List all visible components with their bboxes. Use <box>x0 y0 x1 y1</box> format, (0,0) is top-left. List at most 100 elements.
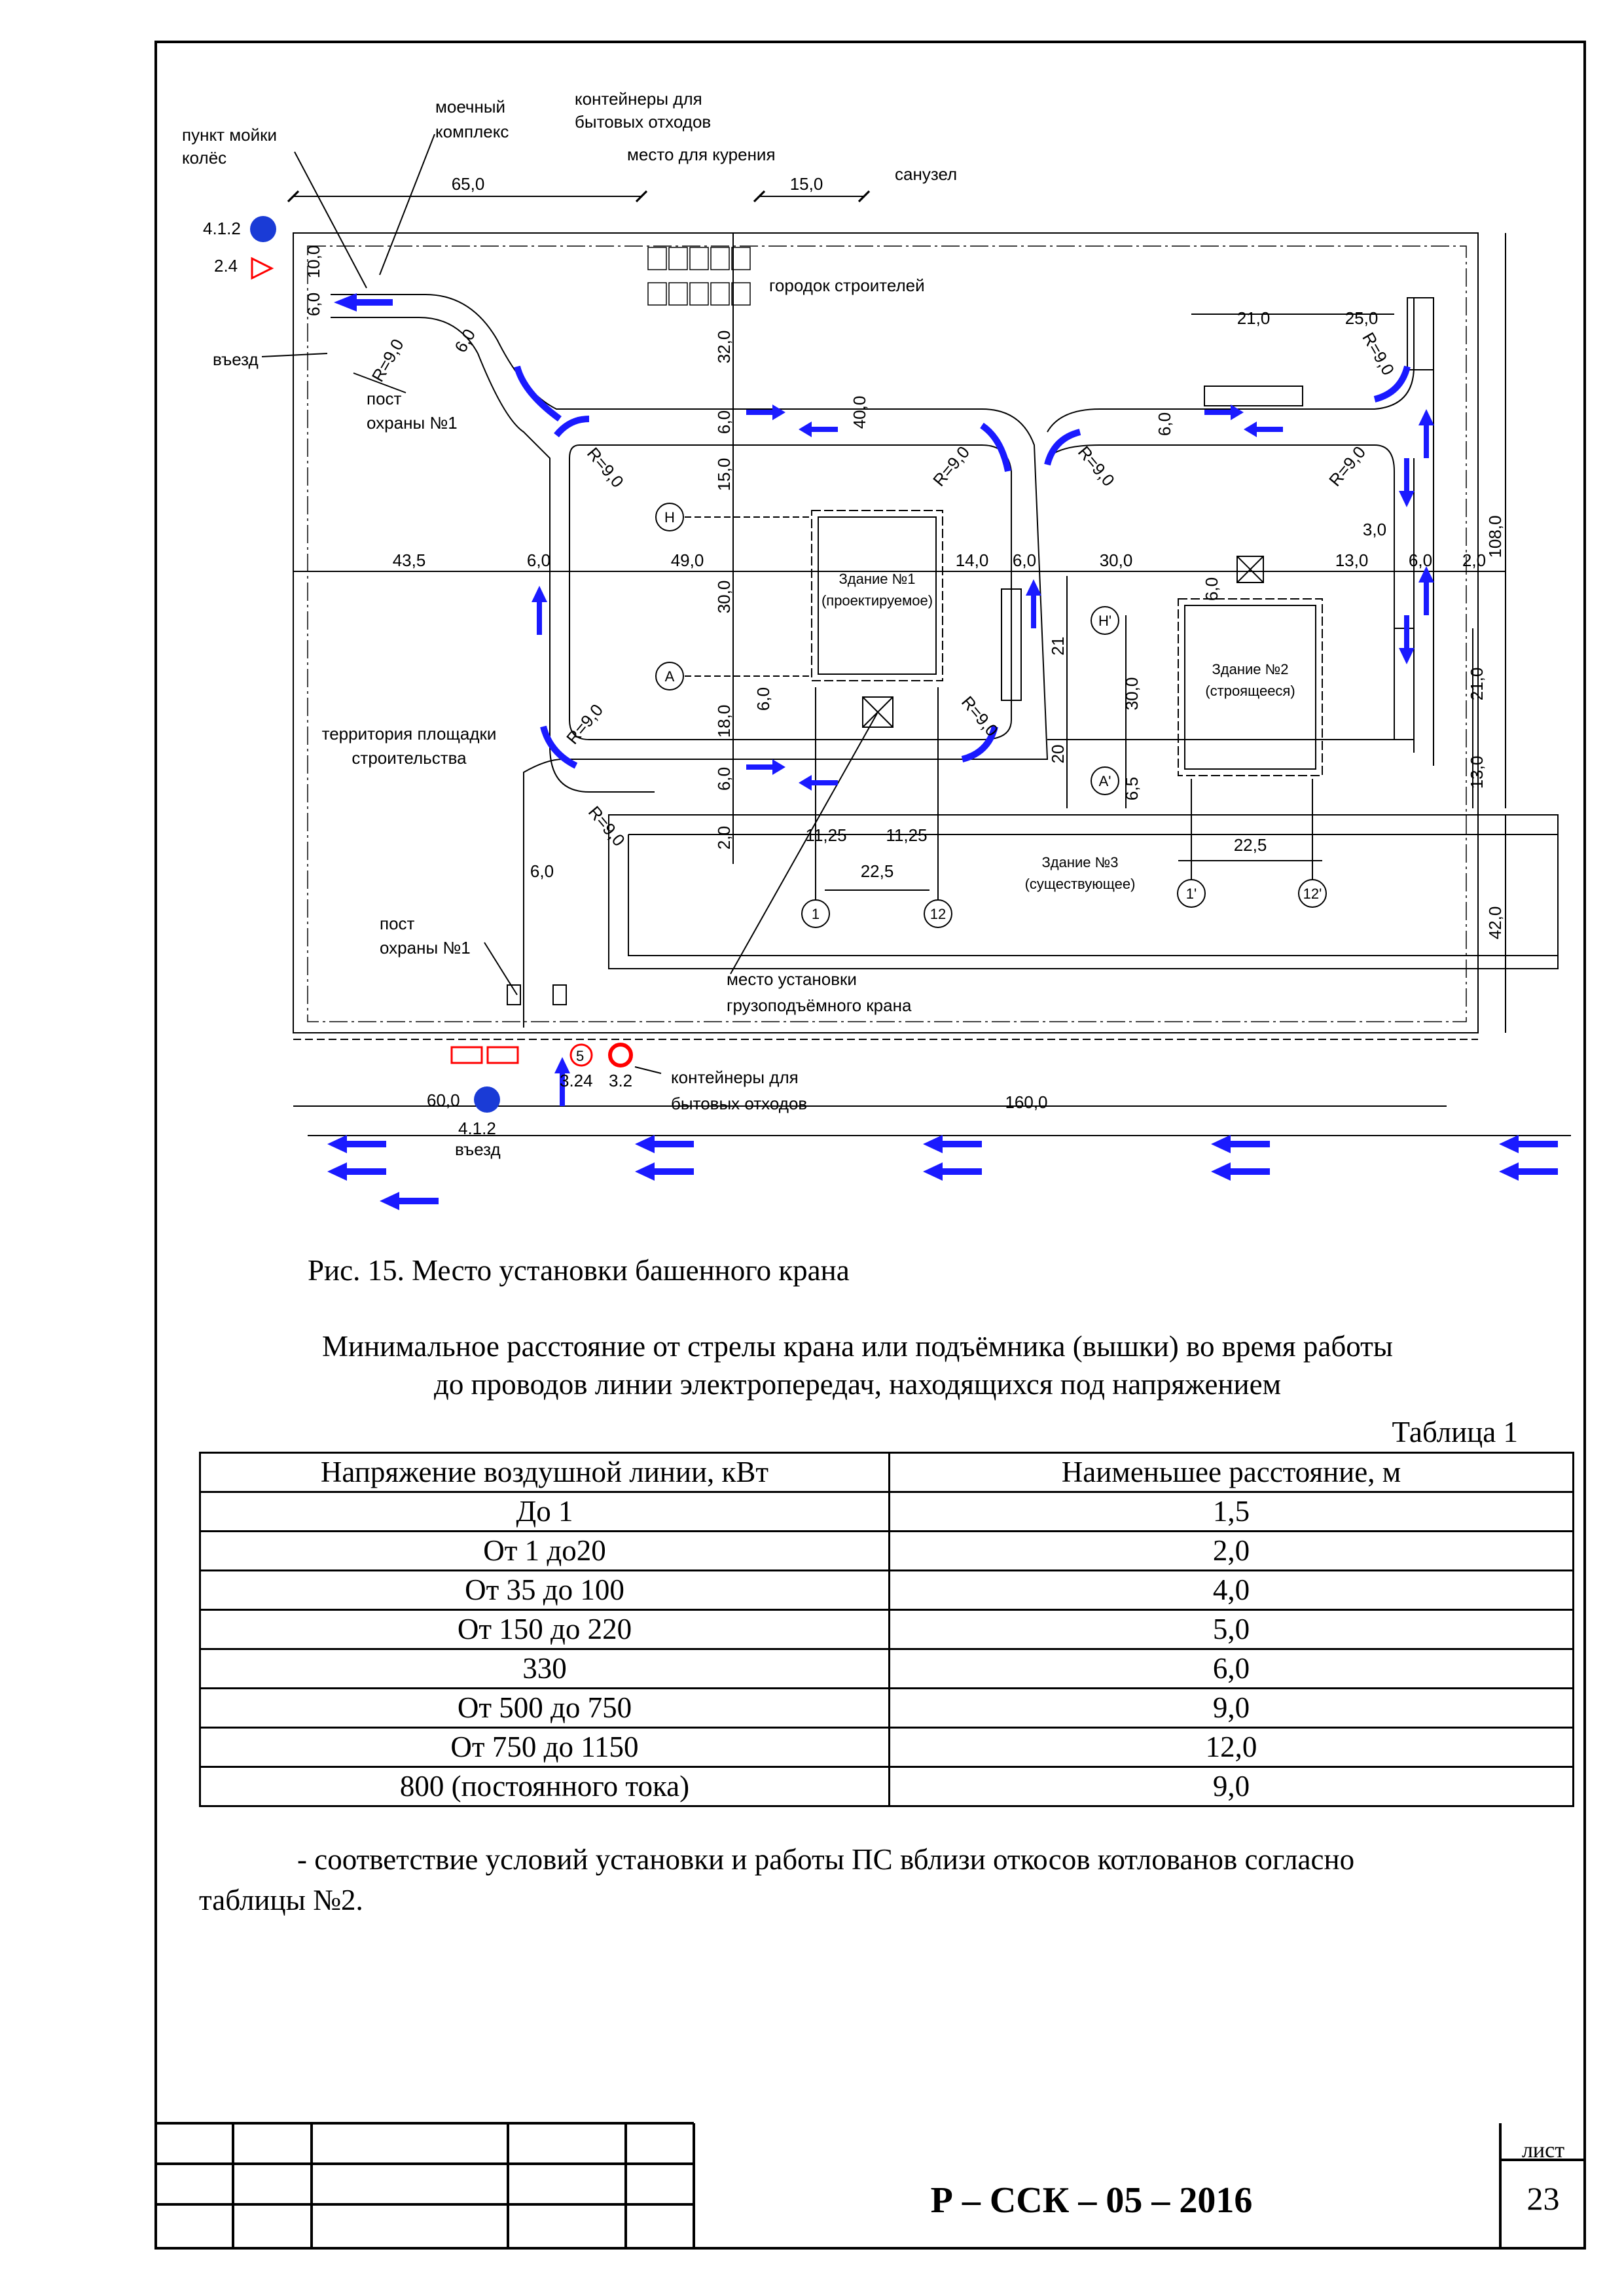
table-cell: 9,0 <box>888 1766 1574 1807</box>
label-building3-1: Здание №3 <box>1042 854 1119 870</box>
axis-1p: 1' <box>1186 886 1197 902</box>
label-guard-post-top-1: пост <box>367 389 402 408</box>
table-header-distance: Наименьшее расстояние, м <box>888 1452 1574 1493</box>
dim-21-b: 21,0 <box>1467 668 1487 701</box>
dim-6-h: 6,0 <box>753 687 773 711</box>
table-cell: От 500 до 750 <box>199 1687 890 1729</box>
sheet-label: лист <box>1521 2138 1565 2162</box>
label-smoking-place: место для курения <box>627 145 776 164</box>
dim-6-a: 6,0 <box>304 293 323 316</box>
table-cell: 9,0 <box>888 1687 1574 1729</box>
label-territory-2: строительства <box>352 748 467 768</box>
dim-160: 160,0 <box>1005 1092 1047 1112</box>
label-wheel-wash-2: колёс <box>182 148 226 168</box>
axis-12p: 12' <box>1303 886 1322 902</box>
dim-25: 25,0 <box>1345 308 1379 328</box>
dim-21: 21,0 <box>1237 308 1271 328</box>
dim-65: 65,0 <box>452 174 485 194</box>
paragraph-line1: - соответствие условий установки и работ… <box>297 1843 1355 1876</box>
table-header-row: Напряжение воздушной линии, кВт Наименьш… <box>199 1452 1574 1493</box>
axis-A1: А' <box>1099 773 1111 789</box>
table-cell: До 1 <box>199 1491 890 1532</box>
label-builders-town: городок строителей <box>769 276 925 295</box>
label-washing-complex-1: моечный <box>435 97 505 117</box>
sign-5: 5 <box>576 1048 584 1064</box>
dim-3: 3,0 <box>1363 520 1386 539</box>
sheet-number: 23 <box>1526 2180 1560 2217</box>
dim-6-d: 6,0 <box>1155 412 1174 436</box>
table-header-voltage: Напряжение воздушной линии, кВт <box>199 1452 890 1493</box>
sign-4-1-2-bottom: 4.1.2 <box>458 1119 496 1138</box>
label-entry-top: въезд <box>213 350 259 369</box>
sign-60: 60,0 <box>427 1090 460 1110</box>
site-plan: пункт мойки колёс моечный комплекс конте… <box>182 89 1571 1210</box>
table-heading-line1: Минимальное расстояние от стрелы крана и… <box>321 1330 1394 1363</box>
dim-6-c: 6,0 <box>714 410 734 434</box>
label-wheel-wash-1: пункт мойки <box>182 125 277 145</box>
label-building2-2: (строящееся) <box>1205 683 1295 699</box>
figure-caption: Рис. 15. Место установки башенного крана <box>308 1254 850 1287</box>
table-cell: 1,5 <box>888 1491 1574 1532</box>
table-cell: 2,0 <box>888 1530 1574 1571</box>
dim-11-25-a: 11,25 <box>805 825 846 845</box>
label-guard-post-top-2: охраны №1 <box>367 413 458 433</box>
table-cell: 12,0 <box>888 1727 1574 1768</box>
dim-6-i: 6,0 <box>714 767 734 791</box>
label-toilet: санузел <box>895 164 957 184</box>
label-crane-place-2: грузоподъёмного крана <box>727 996 912 1015</box>
label-containers-bottom-2: бытовых отходов <box>671 1094 807 1113</box>
axis-A: А <box>665 668 675 685</box>
label-guard-post-bottom-2: охраны №1 <box>380 938 471 958</box>
axis-H1: Н' <box>1098 613 1111 629</box>
paragraph-line2: таблицы №2. <box>199 1884 363 1916</box>
document-code: Р – ССК – 05 – 2016 <box>930 2180 1253 2221</box>
table-cell: От 150 до 220 <box>199 1609 890 1650</box>
dim-21-v: 21 <box>1048 637 1068 656</box>
dim-6-g: 6,0 <box>1409 550 1432 570</box>
table-cell: 800 (постоянного тока) <box>199 1766 890 1807</box>
sign-4-1-2-top: 4.1.2 <box>203 219 241 238</box>
sign-2-4: 2.4 <box>214 256 238 276</box>
label-crane-place-1: место установки <box>727 969 857 989</box>
label-containers-top-2: бытовых отходов <box>575 112 711 132</box>
dim-15-v: 15,0 <box>714 458 734 492</box>
dim-13: 13,0 <box>1335 550 1369 570</box>
dim-30-b: 30,0 <box>1122 677 1142 711</box>
dim-108: 108,0 <box>1485 515 1505 558</box>
label-building2-1: Здание №2 <box>1212 661 1289 677</box>
sign-3-24: 3.24 <box>560 1071 593 1090</box>
axis-12: 12 <box>930 906 946 922</box>
dim-6-j: 6,0 <box>1202 577 1221 601</box>
table-cell: 6,0 <box>888 1648 1574 1689</box>
label-containers-top-1: контейнеры для <box>575 89 702 109</box>
label-containers-bottom-1: контейнеры для <box>671 1067 799 1087</box>
voltage-distance-table: Напряжение воздушной линии, кВт Наименьш… <box>199 1452 1574 1807</box>
label-building1-2: (проектируемое) <box>821 592 933 609</box>
axis-1: 1 <box>812 906 820 922</box>
dim-22-5: 22,5 <box>861 861 894 881</box>
table-number: Таблица 1 <box>1392 1416 1518 1448</box>
table-heading-line2: до проводов линии электропередач, находя… <box>433 1368 1282 1401</box>
page-frame <box>154 41 1586 2250</box>
dim-6-e: 6,0 <box>527 550 550 570</box>
sign-3-2: 3.2 <box>609 1071 632 1090</box>
dim-30: 30,0 <box>1100 550 1133 570</box>
dim-6-5: 6,5 <box>1122 777 1142 800</box>
table-cell: 5,0 <box>888 1609 1574 1650</box>
dim-10: 10,0 <box>304 245 323 279</box>
table-row: 800 (постоянного тока)9,0 <box>199 1766 1574 1807</box>
dim-20: 20 <box>1048 745 1068 764</box>
dim-49: 49,0 <box>671 550 704 570</box>
dim-32: 32,0 <box>714 331 734 364</box>
label-building3-2: (существующее) <box>1025 876 1136 892</box>
label-building1-1: Здание №1 <box>839 571 916 587</box>
dim-2-v: 2,0 <box>714 826 734 850</box>
dim-18: 18,0 <box>714 705 734 738</box>
